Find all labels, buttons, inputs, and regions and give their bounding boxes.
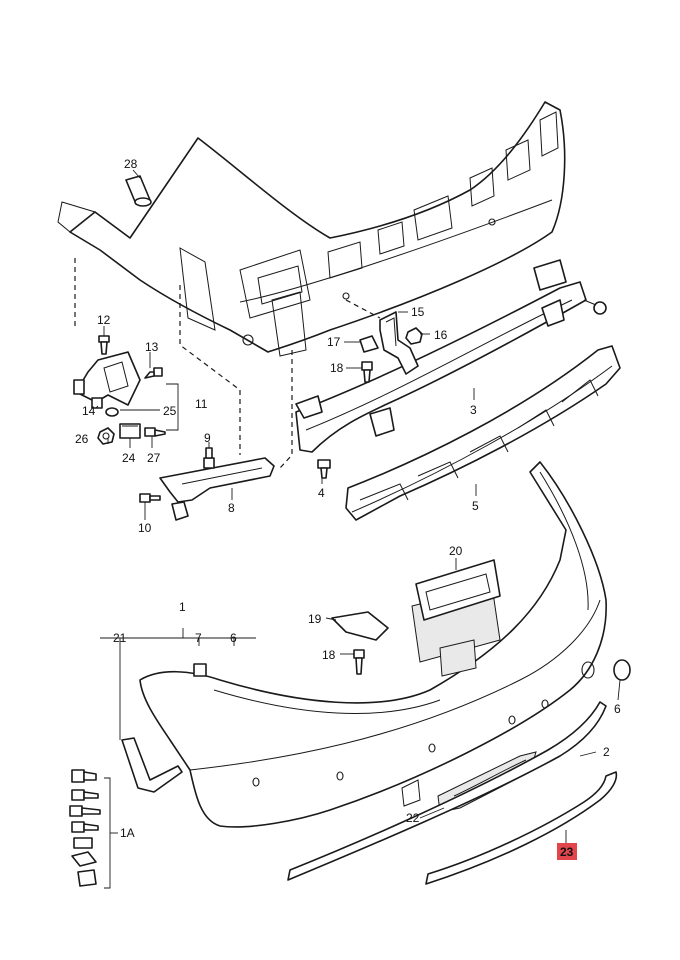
screw-part-14 [91,397,103,409]
bolt-part-4 [317,459,331,479]
rear-body-panel [57,101,566,357]
callout-15: 15 [411,305,425,319]
callout-20: 20 [449,544,463,558]
callout-21: 21 [113,631,127,645]
callout-23: 23 [560,845,574,859]
leader-line [579,751,597,757]
leader-line [132,169,141,179]
callout-3: 3 [470,403,477,417]
callout-14: 14 [82,404,96,418]
callout-28: 28 [124,157,138,171]
callout-5: 5 [472,499,479,513]
callout-12: 12 [97,313,111,327]
callout-22: 22 [406,811,420,825]
sleeve-part-28 [125,175,152,207]
bracket-part-11 [73,351,141,406]
callout-1A: 1A [120,826,135,840]
clip-part-24 [119,423,141,439]
callout-26: 26 [75,432,89,446]
bracket-part-15 [379,311,419,375]
nut-part-26 [97,427,115,445]
callout-18a: 18 [330,361,344,375]
leader-line [617,679,621,701]
callout-9: 9 [204,431,211,445]
energy-absorber-part-5 [345,345,621,521]
callout-23-highlighted[interactable]: 23 [557,843,577,860]
bracket-part-19 [331,611,389,641]
plate-holder-part-20 [415,559,501,621]
dash-line [279,350,293,469]
callout-8: 8 [228,501,235,515]
side-bracket-part-21 [121,737,183,793]
callout-2: 2 [603,745,610,759]
group-bracket-11 [166,383,179,431]
trim-strip-part-23 [425,771,618,885]
bumper-beam-part-3 [295,259,607,453]
callout-17: 17 [327,335,341,349]
callout-4: 4 [318,486,325,500]
guide-part-8 [139,447,275,521]
nut-part-16 [405,327,423,345]
callout-18b: 18 [322,648,336,662]
leader-line [419,807,445,819]
callout-13: 13 [145,340,159,354]
clip-part-7 [193,663,207,677]
screw-part-18a [361,361,373,383]
screw-part-27 [144,427,166,437]
screw-kit-part-1A [69,769,118,889]
callout-7: 7 [195,631,202,645]
washer-part-25 [105,407,119,417]
callout-19: 19 [308,612,322,626]
callout-16: 16 [434,328,448,342]
cap-part-6 [613,659,631,681]
callout-6b: 6 [614,702,621,716]
callout-10: 10 [138,521,152,535]
clip-part-17 [359,335,379,353]
bumper-cover-part-2 [139,461,607,828]
highlight-box [557,843,577,860]
leader-line [325,617,337,621]
lower-spoiler [287,701,607,881]
screw-part-12 [98,335,110,355]
callout-27: 27 [147,451,161,465]
dash-line [179,285,241,455]
callout-25: 25 [163,404,177,418]
screw-part-18b [353,649,365,675]
callout-24: 24 [122,451,136,465]
dash-line [345,299,381,319]
callout-11: 11 [195,397,208,411]
callout-6a: 6 [230,631,237,645]
leader-line [95,405,99,409]
screw-part-13 [144,367,163,379]
callout-1: 1 [179,600,186,614]
